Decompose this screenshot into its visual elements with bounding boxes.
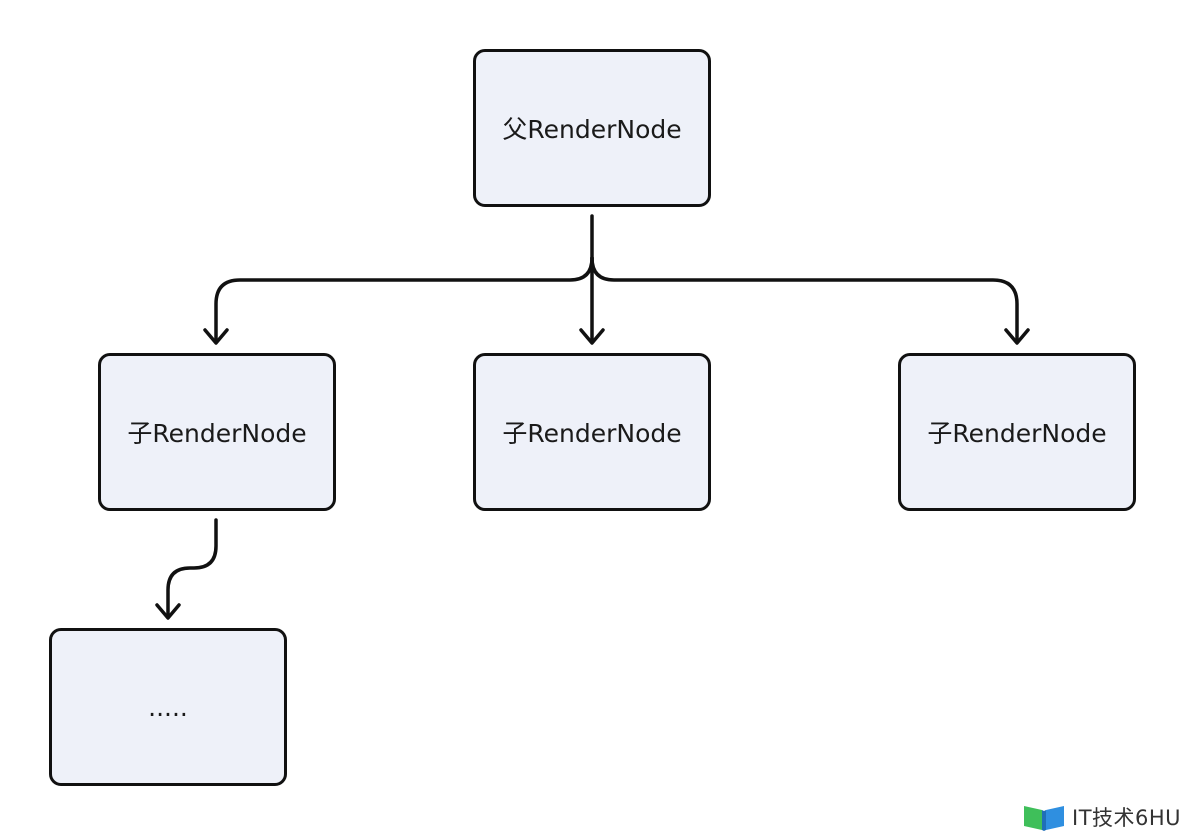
edge-parent-to-child1 <box>214 256 594 344</box>
parent-render-node-label: 父RenderNode <box>502 115 682 144</box>
arrowhead-child3 <box>1004 328 1030 345</box>
child-render-node-right: 子RenderNode <box>898 353 1136 511</box>
watermark: IT技术6HU <box>1022 800 1181 834</box>
edge-child1-to-grandchild <box>166 518 218 618</box>
edge-parent-to-child3 <box>590 256 1019 344</box>
arrowhead-grandchild <box>155 603 181 620</box>
arrowhead-child1 <box>203 328 229 345</box>
book-logo-icon <box>1024 806 1064 831</box>
arrowhead-child2 <box>579 328 605 345</box>
child-render-node-middle-label: 子RenderNode <box>502 419 682 448</box>
child-render-node-left-label: 子RenderNode <box>127 419 307 448</box>
child-render-node-middle: 子RenderNode <box>473 353 711 511</box>
grandchild-node-label: ..... <box>148 692 188 722</box>
child-render-node-right-label: 子RenderNode <box>927 419 1107 448</box>
grandchild-node: ..... <box>49 628 287 786</box>
parent-render-node: 父RenderNode <box>473 49 711 207</box>
watermark-text: IT技术6HU <box>1072 806 1182 830</box>
child-render-node-left: 子RenderNode <box>98 353 336 511</box>
